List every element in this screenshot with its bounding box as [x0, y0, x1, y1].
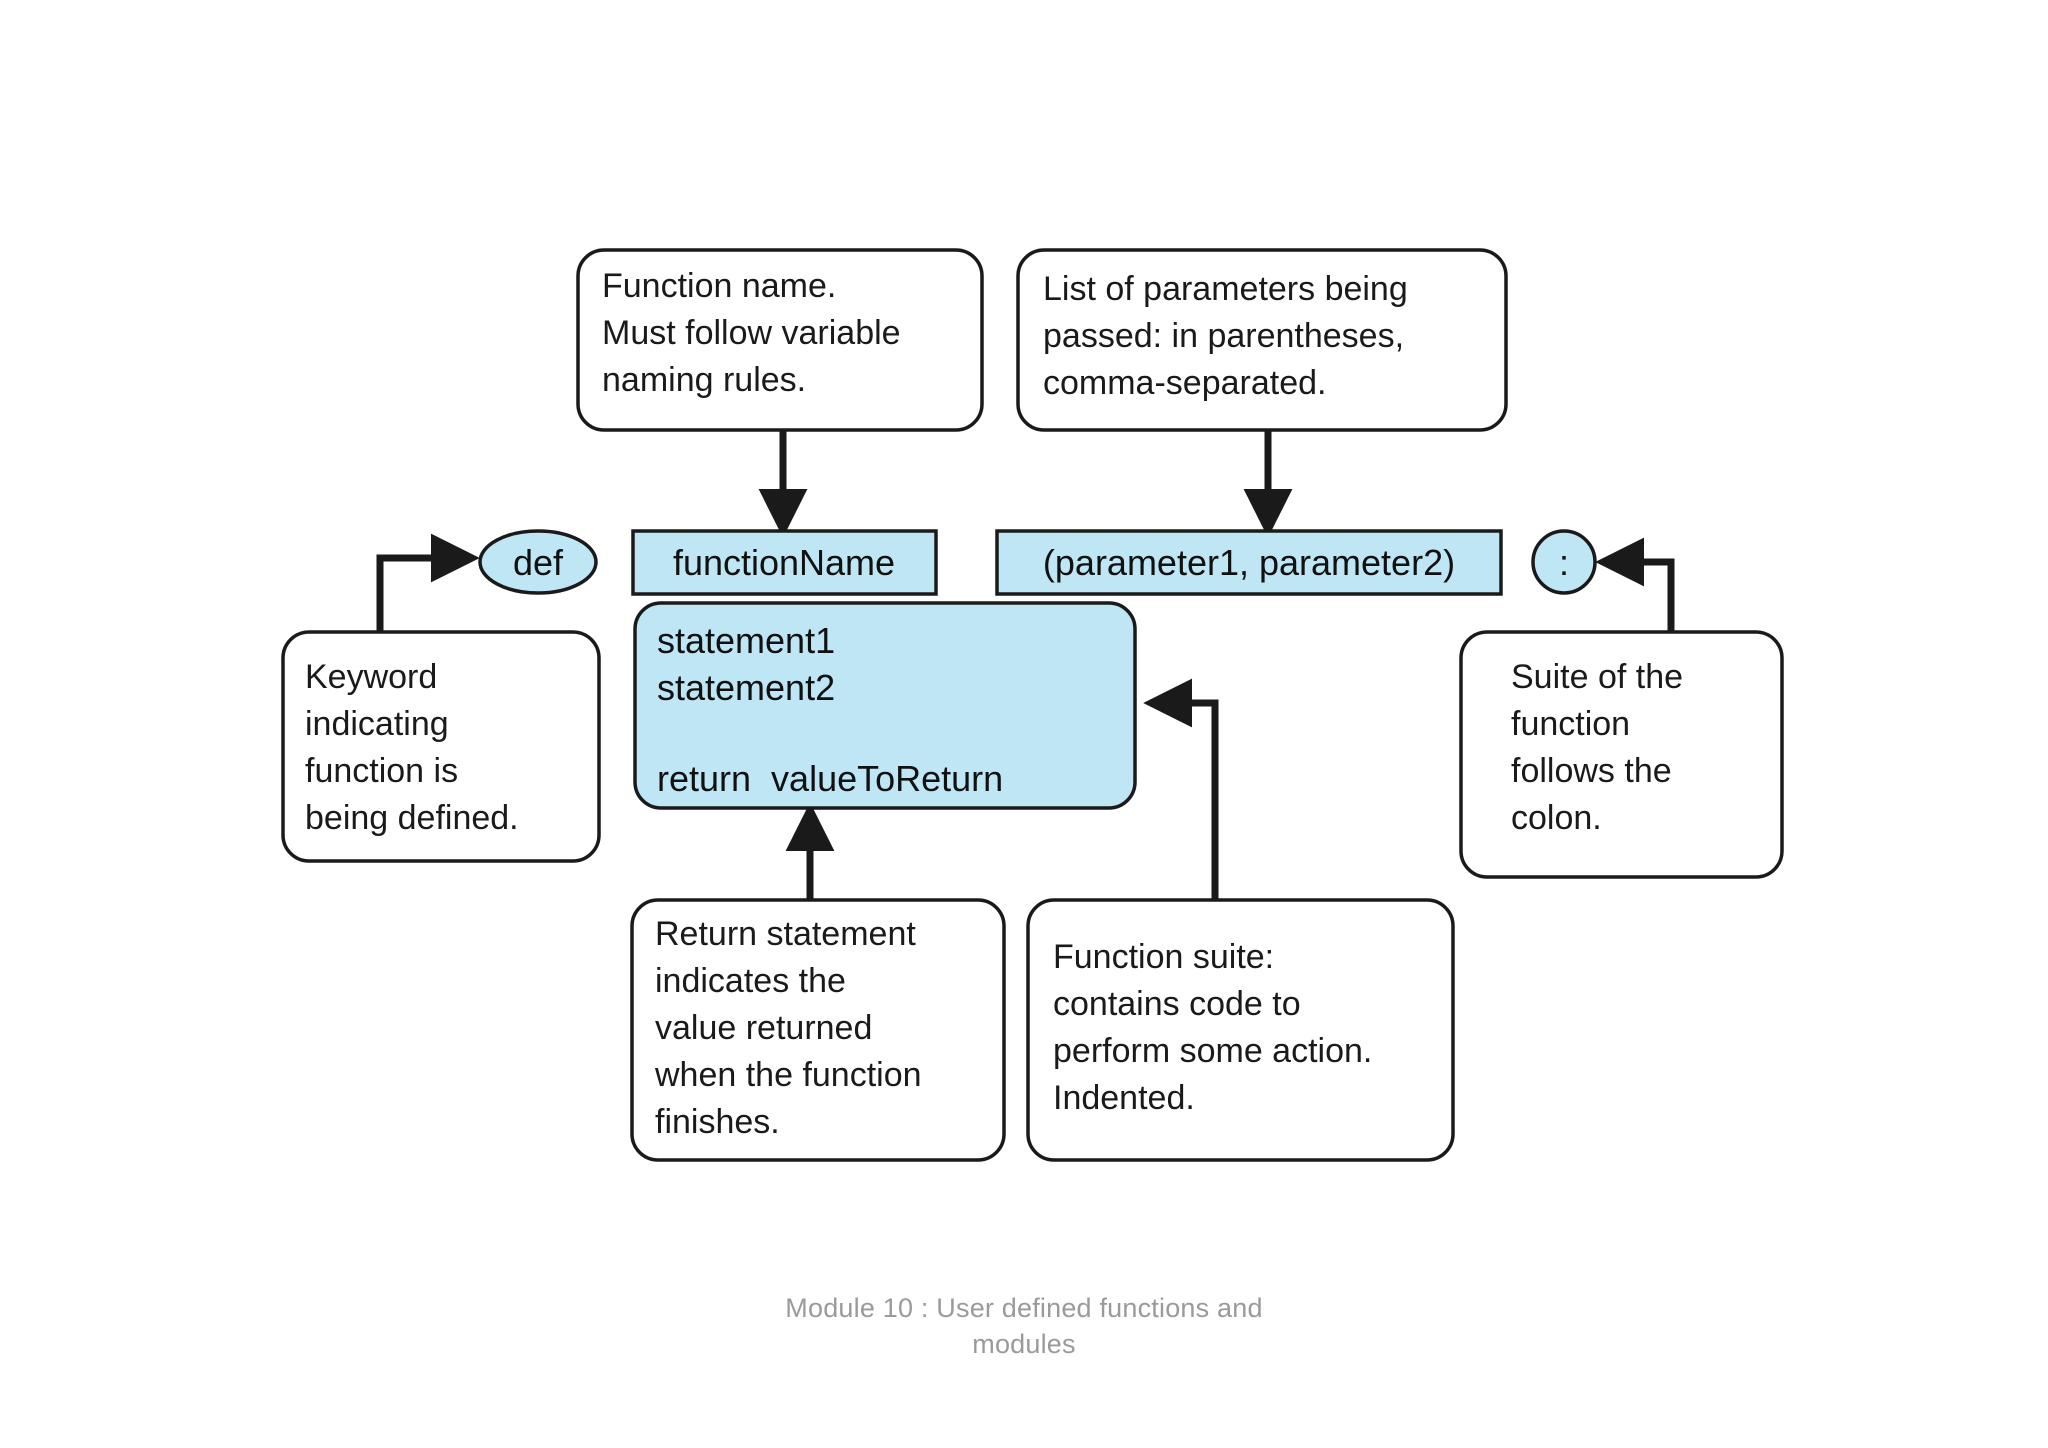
- keyword-callout-line-3: function is: [305, 752, 458, 790]
- function-suite-box: [633, 601, 1137, 810]
- def-keyword-label: def: [513, 542, 564, 583]
- suite-colon-callout: Suite of the function follows the colon.: [1459, 630, 1784, 879]
- function-name-callout-line-1: Function name.: [602, 267, 836, 305]
- return-statement-callout-line-2: indicates the: [655, 962, 846, 1000]
- suite-line-return: return valueToReturn: [657, 758, 1003, 799]
- return-statement-callout: Return statement indicates the value ret…: [630, 898, 1006, 1162]
- function-name-callout-line-3: naming rules.: [602, 361, 806, 399]
- return-statement-callout-line-3: value returned: [655, 1009, 872, 1047]
- return-statement-callout-line-1: Return statement: [655, 915, 916, 953]
- function-suite-callout: Function suite: contains code to perform…: [1026, 898, 1455, 1162]
- footer-line-2: modules: [972, 1329, 1076, 1360]
- code-signature-row: def functionName (parameter1, parameter2…: [478, 529, 1597, 596]
- footer-line-1: Module 10 : User defined functions and: [785, 1293, 1263, 1323]
- slide-footer-caption: Module 10 : User defined functions and m…: [0, 1290, 2048, 1363]
- keyword-callout-line-2: indicating: [305, 705, 449, 743]
- keyword-callout-line-1: Keyword: [305, 658, 437, 696]
- function-name-callout: Function name. Must follow variable nami…: [576, 248, 984, 432]
- function-suite-callout-box: [1026, 898, 1455, 1162]
- parameters-node: [995, 529, 1503, 596]
- connector-suite: [1143, 678, 1219, 900]
- suite-colon-callout-box: [1459, 630, 1784, 879]
- return-statement-callout-box: [630, 898, 1006, 1162]
- function-name-callout-line-2: Must follow variable: [602, 314, 901, 352]
- suite-colon-callout-line-3: follows the: [1511, 752, 1672, 790]
- function-name-callout-box: [576, 248, 984, 432]
- parameters-callout-box: [1016, 248, 1508, 432]
- function-suite-callout-line-2: contains code to: [1053, 985, 1301, 1023]
- colon-label: :: [1559, 542, 1569, 583]
- connector-colon: [1595, 537, 1675, 632]
- keyword-callout-line-4: being defined.: [305, 799, 519, 837]
- parameters-callout-line-2: passed: in parentheses,: [1043, 317, 1404, 355]
- parameters-label: (parameter1, parameter2): [1043, 542, 1455, 583]
- function-name-node: [631, 529, 938, 596]
- parameters-callout: List of parameters being passed: in pare…: [1016, 248, 1508, 432]
- function-suite-callout-line-1: Function suite:: [1053, 938, 1274, 976]
- colon-node: [1531, 529, 1597, 595]
- connector-keyword: [376, 533, 480, 632]
- def-keyword-node: [478, 529, 598, 595]
- suite-colon-callout-line-2: function: [1511, 705, 1630, 743]
- keyword-callout: Keyword indicating function is being def…: [281, 630, 601, 863]
- suite-line-statement1: statement1: [657, 620, 835, 661]
- function-suite-callout-line-4: Indented.: [1053, 1079, 1195, 1117]
- parameters-callout-line-3: comma-separated.: [1043, 364, 1326, 402]
- function-suite-node: statement1 statement2 return valueToRetu…: [633, 601, 1137, 810]
- parameters-callout-line-1: List of parameters being: [1043, 270, 1408, 308]
- suite-colon-callout-line-1: Suite of the: [1511, 658, 1683, 696]
- suite-colon-callout-line-4: colon.: [1511, 799, 1602, 837]
- return-statement-callout-line-5: finishes.: [655, 1103, 780, 1141]
- function-name-label: functionName: [673, 542, 895, 583]
- function-suite-callout-line-3: perform some action.: [1053, 1032, 1372, 1070]
- return-statement-callout-line-4: when the function: [654, 1056, 922, 1094]
- keyword-callout-box: [281, 630, 601, 863]
- connector-group: [376, 430, 1675, 900]
- suite-line-statement2: statement2: [657, 667, 835, 708]
